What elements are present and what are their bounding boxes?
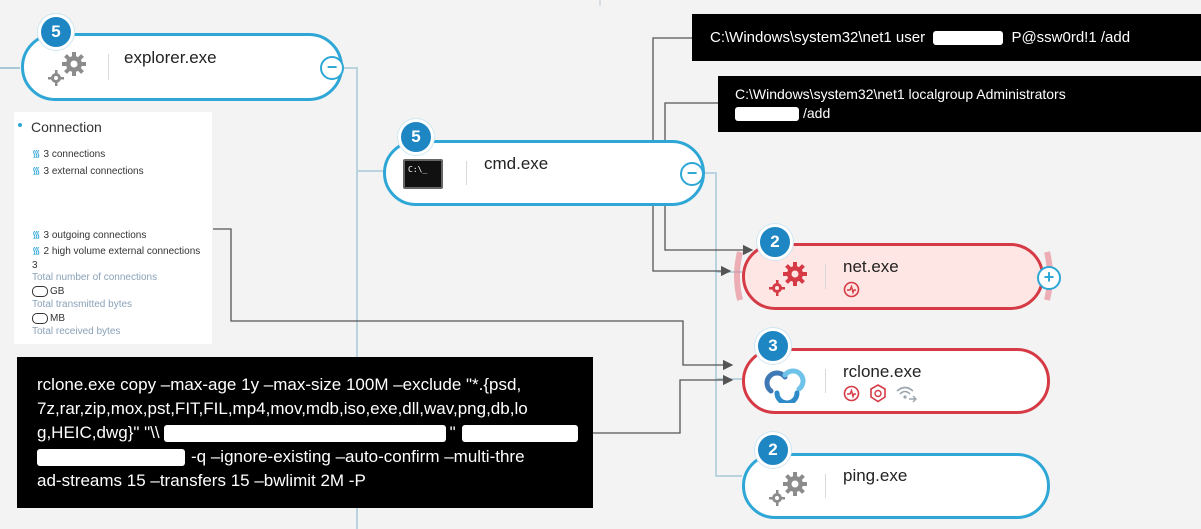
child-count-badge: 5 — [38, 14, 74, 50]
command-text: C:\Windows\system32\net1 user — [710, 29, 926, 46]
suspicious-activity-icon — [843, 281, 860, 298]
connection-item-label: 2 high volume external connections — [43, 246, 201, 257]
connection-item: ᯾3 external connections — [32, 163, 144, 177]
process-node-rclone[interactable]: rclone.exe — [742, 348, 1050, 414]
command-text: P@ssw0rd!1 /add — [1011, 29, 1131, 46]
rclone-command-box: rclone.exe copy –max-age 1y –max-size 10… — [17, 357, 593, 508]
process-name: explorer.exe — [124, 48, 217, 67]
received-value: MB — [32, 313, 65, 324]
node-divider — [108, 54, 109, 80]
wifi-icon: ᯾ — [32, 230, 41, 241]
gears-icon — [769, 262, 807, 296]
connection-item: ᯾3 outgoing connections — [32, 227, 146, 241]
redacted-text — [735, 107, 799, 122]
redacted-value — [32, 286, 48, 297]
transmitted-unit: GB — [50, 286, 65, 298]
child-count-badge: 3 — [755, 328, 791, 364]
received-label: Total received bytes — [32, 326, 121, 337]
command-text: " — [449, 423, 456, 442]
command-text: /add — [803, 105, 831, 121]
redacted-text — [37, 449, 185, 467]
connection-panel: Connection ᯾3 connections ᯾3 external co… — [14, 112, 212, 344]
command-text: ad-streams 15 –transfers 15 –bwlimit 2M … — [37, 471, 366, 490]
node-divider — [825, 369, 826, 393]
process-node-net[interactable]: net.exe — [742, 243, 1044, 310]
terminal-icon-text: C:\_ — [408, 165, 428, 174]
wifi-icon: ᯾ — [32, 149, 41, 160]
redacted-text — [933, 31, 1004, 46]
process-node-explorer[interactable]: explorer.exe — [21, 33, 343, 101]
panel-title: Connection — [31, 119, 102, 135]
connection-item: ᯾2 high volume external connections — [32, 243, 200, 257]
command-text-line: -q –ignore-existing –auto-confirm –multi… — [37, 445, 593, 469]
command-text-line: /add — [735, 104, 1201, 123]
collapse-toggle-button[interactable]: − — [320, 56, 344, 80]
redacted-value — [32, 313, 48, 324]
child-count-badge: 2 — [757, 224, 793, 260]
process-node-cmd[interactable]: C:\_ cmd.exe — [383, 140, 705, 206]
connection-item: ᯾3 connections — [32, 146, 105, 160]
connection-item-label: 3 external connections — [43, 166, 144, 177]
redacted-text — [163, 425, 446, 443]
total-connections-label: Total number of connections — [32, 272, 158, 283]
node-divider — [825, 264, 826, 289]
process-node-ping[interactable]: ping.exe — [742, 453, 1050, 519]
transmitted-label: Total transmitted bytes — [32, 299, 133, 310]
command-text: rclone.exe copy –max-age 1y –max-size 10… — [37, 375, 522, 394]
process-name: cmd.exe — [484, 154, 549, 173]
gears-icon — [769, 472, 807, 506]
node-divider — [466, 161, 467, 185]
transmitted-value: GB — [32, 286, 64, 297]
collapse-toggle-button[interactable]: − — [680, 162, 704, 186]
command-text: -q –ignore-existing –auto-confirm –multi… — [191, 447, 525, 466]
received-unit: MB — [50, 313, 65, 325]
node-divider — [825, 474, 826, 498]
total-connections-value: 3 — [32, 260, 38, 271]
expand-toggle-button[interactable]: + — [1037, 266, 1061, 290]
command-text-line: g,HEIC,dwg}" "\\ " — [37, 421, 593, 445]
redacted-text — [461, 425, 578, 443]
net-localgroup-command-box: C:\Windows\system32\net1 localgroup Admi… — [718, 76, 1201, 132]
network-transfer-icon — [896, 386, 917, 403]
process-name: rclone.exe — [843, 362, 922, 381]
wifi-icon: ᯾ — [32, 246, 41, 257]
rclone-logo-icon — [764, 368, 806, 403]
command-text: g,HEIC,dwg}" "\\ — [37, 423, 160, 442]
net-user-command-box: C:\Windows\system32\net1 user P@ssw0rd!1… — [692, 14, 1201, 61]
suspicious-activity-icon — [843, 385, 860, 402]
terminal-icon: C:\_ — [403, 159, 443, 189]
child-count-badge: 5 — [398, 119, 434, 155]
child-count-badge: 2 — [755, 432, 791, 468]
gears-icon — [48, 52, 86, 86]
wifi-icon: ᯾ — [32, 166, 41, 177]
command-text: 7z,rar,zip,mox,pst,FIT,FIL,mp4,mov,mdb,i… — [37, 399, 528, 418]
bullet-dot — [18, 123, 22, 127]
connection-item-label: 3 outgoing connections — [43, 230, 147, 241]
malop-icon — [870, 384, 886, 403]
process-name: net.exe — [843, 257, 899, 276]
connection-item-label: 3 connections — [43, 149, 106, 160]
command-text: C:\Windows\system32\net1 localgroup Admi… — [735, 86, 1066, 102]
process-name: ping.exe — [843, 466, 908, 485]
